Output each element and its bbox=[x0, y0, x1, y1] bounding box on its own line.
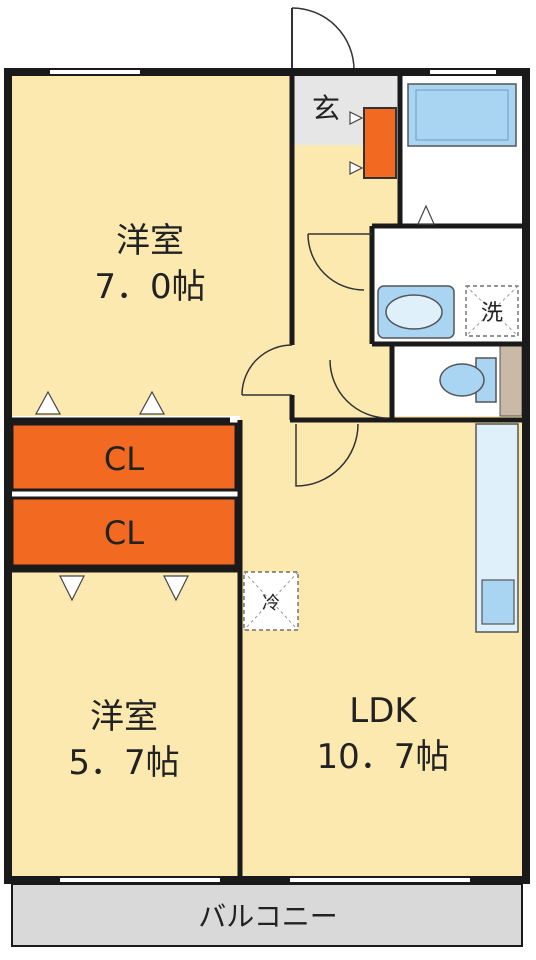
balcony-area bbox=[11, 883, 523, 947]
closet-upper-label: CL bbox=[104, 440, 144, 478]
western-room-2-name: 洋室 bbox=[90, 697, 158, 737]
entrance-door bbox=[291, 7, 355, 72]
western-room-2-size: 5．7帖 bbox=[68, 743, 179, 783]
closet-lower-label: CL bbox=[104, 514, 144, 552]
shoe-cabinet bbox=[363, 107, 397, 179]
balcony-label: バルコニー bbox=[198, 900, 337, 933]
interior-walls bbox=[8, 72, 526, 880]
bathtub bbox=[407, 83, 517, 147]
fridge-label: 冷 bbox=[262, 593, 280, 614]
interior-doors bbox=[241, 233, 389, 487]
kitchen-sink bbox=[481, 579, 515, 625]
outer-wall bbox=[4, 68, 530, 884]
western-room-1-floor bbox=[12, 76, 292, 416]
windows bbox=[50, 70, 496, 882]
western-room-2-floor bbox=[12, 572, 240, 876]
closet-door-markers bbox=[34, 111, 435, 602]
ldk-size: 10．7帖 bbox=[317, 737, 450, 777]
toilet bbox=[439, 357, 497, 403]
washer-label: 洗 bbox=[481, 301, 503, 326]
western-room-1-name: 洋室 bbox=[116, 221, 184, 261]
ldk-floor bbox=[240, 416, 522, 876]
western-room-1-size: 7．0帖 bbox=[94, 267, 205, 307]
ldk-name: LDK bbox=[349, 691, 418, 731]
entrance-label: 玄 bbox=[312, 92, 340, 125]
closet-upper bbox=[10, 422, 238, 492]
